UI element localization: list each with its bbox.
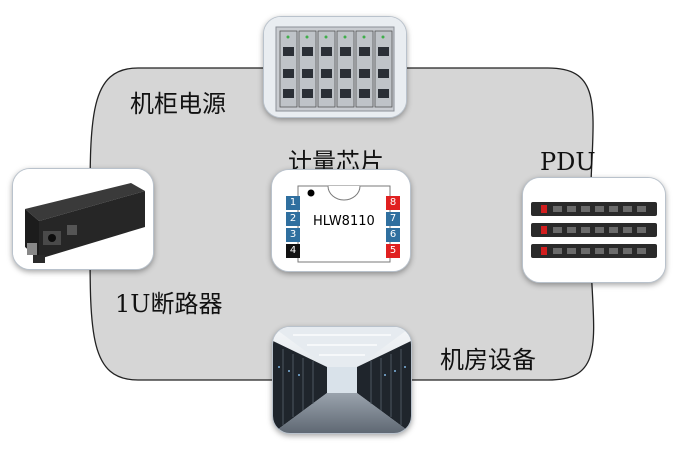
chip-pin-6: 6 [386, 228, 400, 242]
breaker-image [12, 168, 154, 270]
label-pdu: PDU [540, 148, 596, 176]
cabinet-power-image [263, 16, 407, 118]
chip-pin-2: 2 [286, 212, 300, 226]
chip-pin-3: 3 [286, 228, 300, 242]
chip-name: HLW8110 [313, 214, 375, 229]
pdu-strip-icon [523, 178, 665, 282]
chip-pin-5: 5 [386, 244, 400, 258]
power-module-rack-icon [264, 17, 406, 117]
label-cabinet-power: 机柜电源 [130, 90, 226, 118]
chip-pin-1: 1 [286, 196, 300, 210]
label-machine-room: 机房设备 [440, 346, 536, 374]
machine-room-image [272, 326, 412, 434]
breaker-device-icon [13, 169, 153, 269]
pdu-image [522, 177, 666, 283]
chip-card: HLW8110 1 2 3 4 8 7 6 5 [271, 169, 411, 272]
label-1u-breaker: 1U断路器 [115, 290, 223, 318]
server-room-icon [273, 327, 411, 433]
chip-pin-7: 7 [386, 212, 400, 226]
chip-pin-8: 8 [386, 196, 400, 210]
chip-pin-4: 4 [286, 244, 300, 258]
